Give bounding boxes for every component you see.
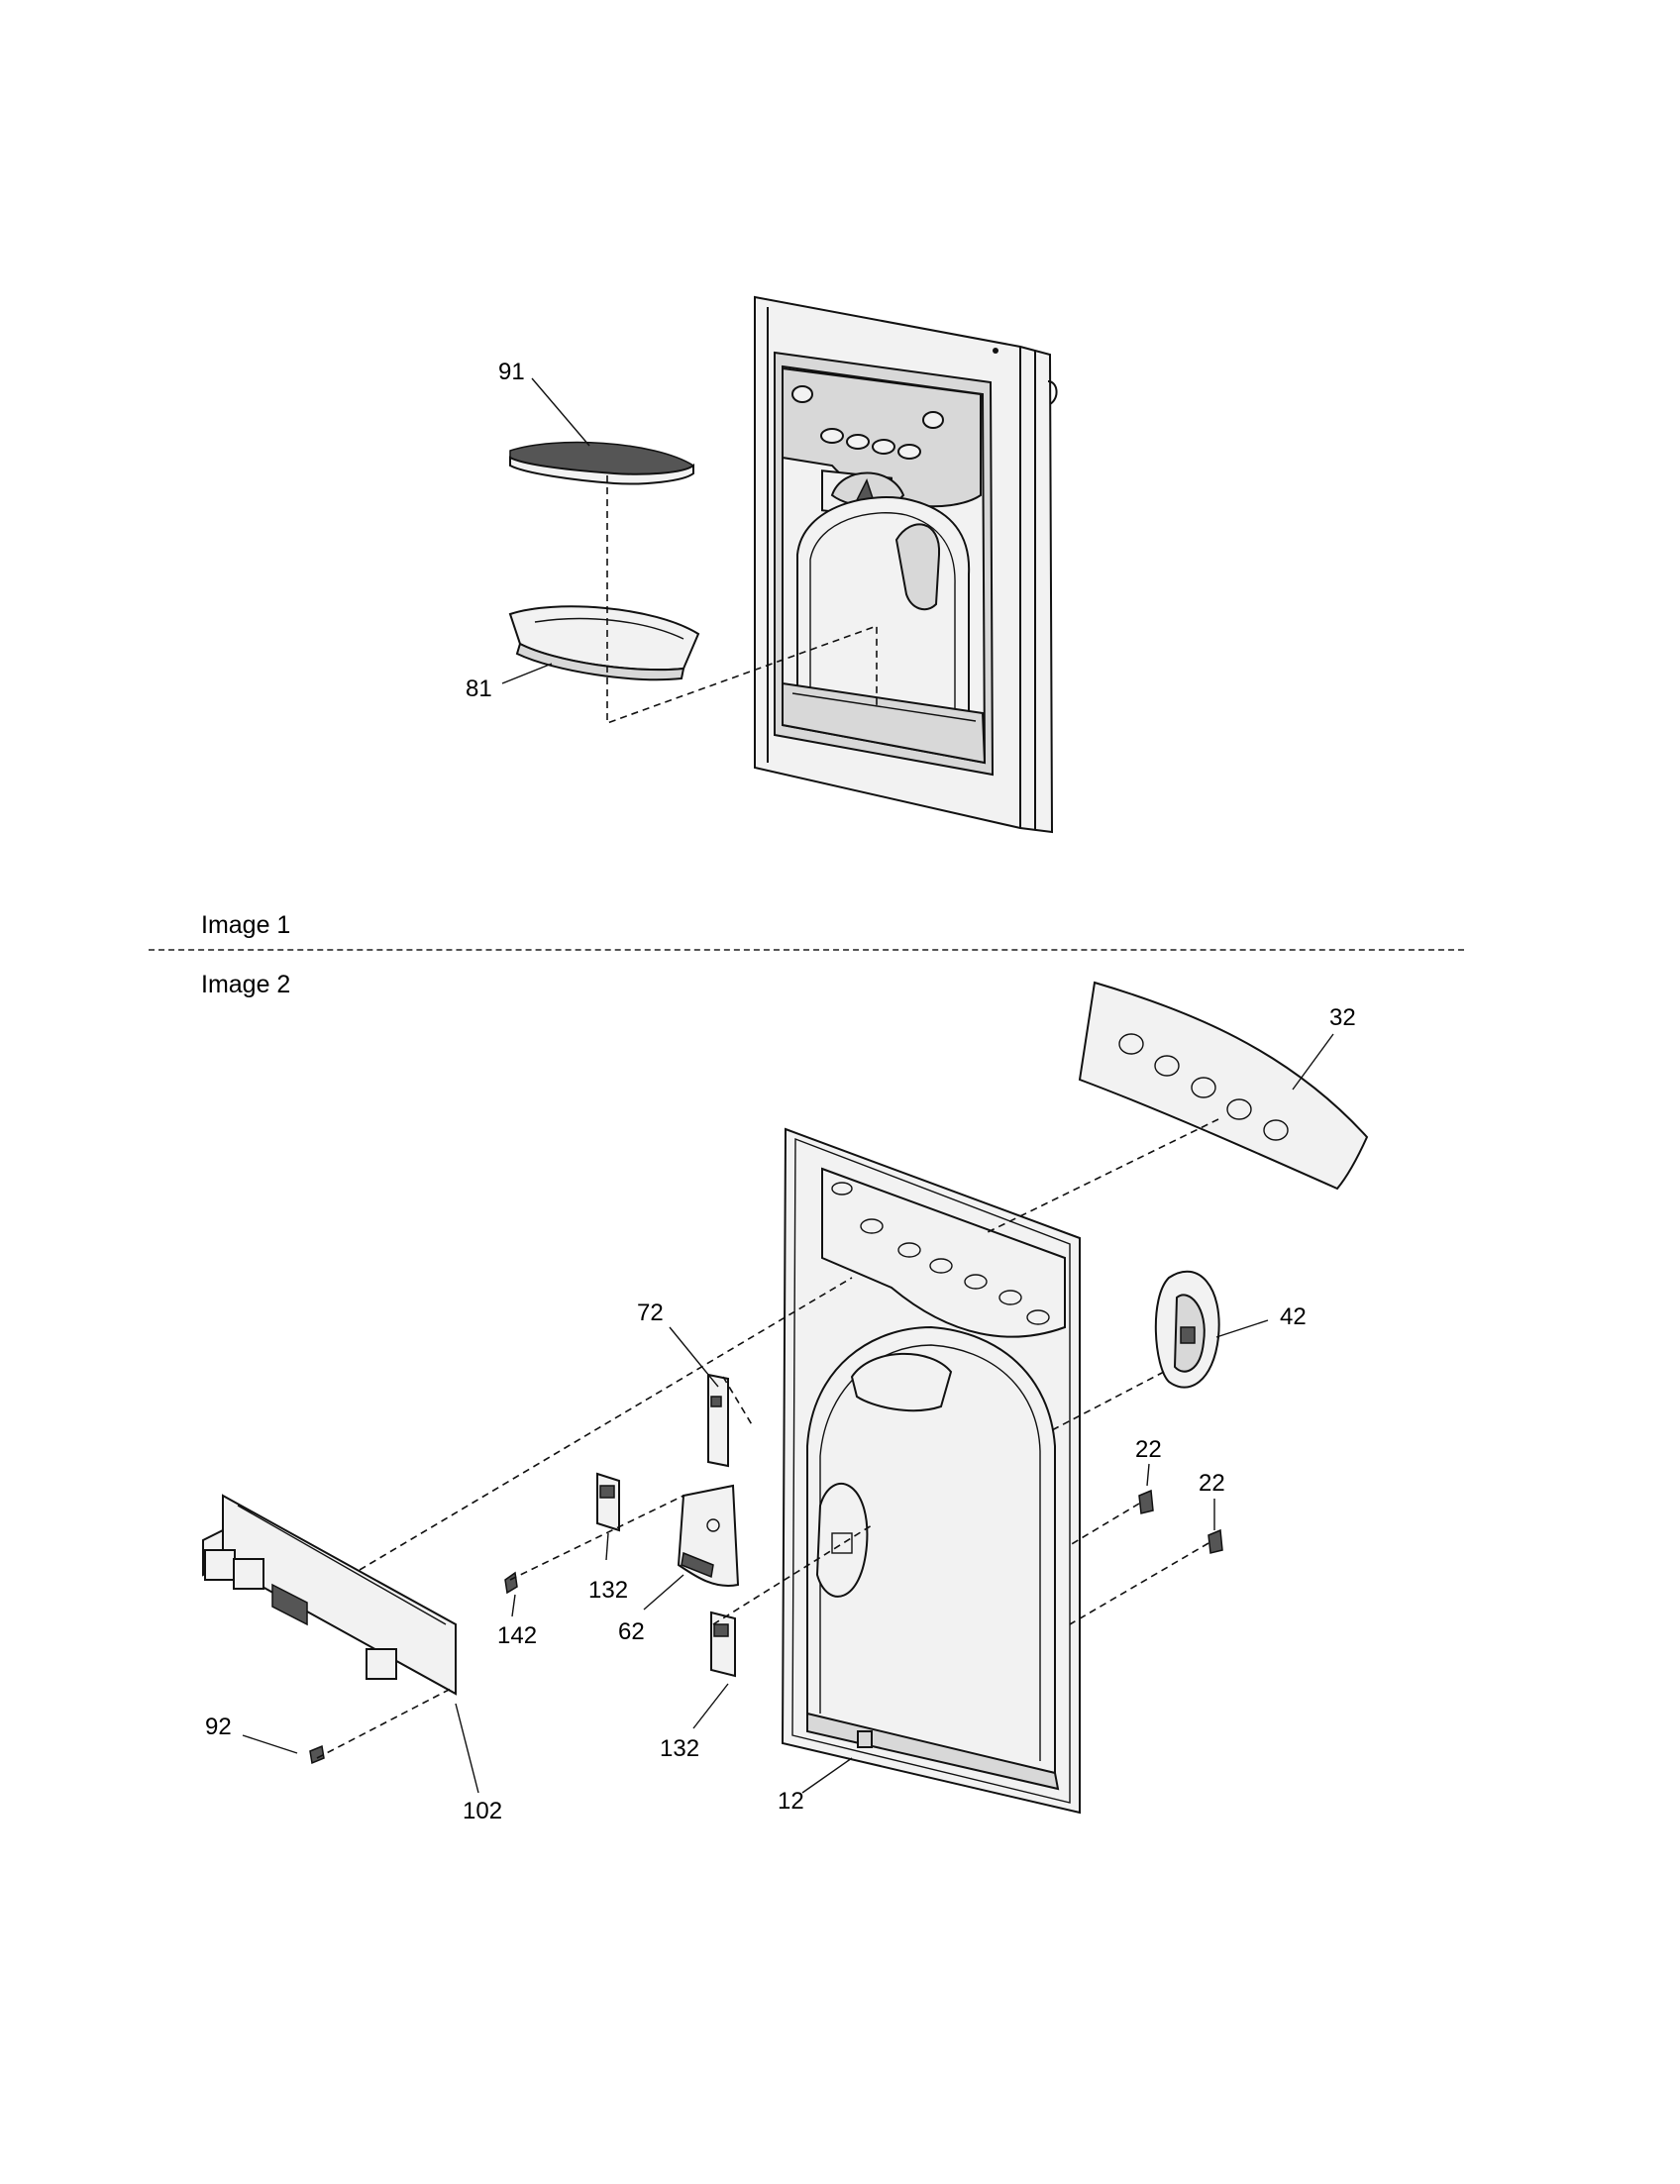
control-decal-part — [1078, 981, 1369, 1191]
dispenser-housing-part — [781, 1127, 1081, 1815]
callout-72: 72 — [637, 1300, 664, 1326]
callout-42: 42 — [1280, 1303, 1307, 1330]
callout-62: 62 — [618, 1618, 645, 1645]
callout-81: 81 — [466, 676, 492, 702]
callout-142: 142 — [497, 1622, 538, 1649]
callout-12: 12 — [778, 1788, 804, 1815]
drip-grille-part — [509, 441, 695, 485]
callout-132-lower: 132 — [660, 1735, 700, 1762]
callout-132-upper: 132 — [588, 1577, 629, 1604]
dispenser-actuator-part — [1154, 1270, 1220, 1389]
callout-91: 91 — [498, 359, 525, 385]
control-board-part — [202, 1494, 457, 1696]
drip-tray-part — [508, 605, 700, 681]
micro-switch-lower-part — [710, 1611, 736, 1678]
callout-32: 32 — [1329, 1004, 1356, 1031]
callout-102: 102 — [463, 1798, 503, 1824]
callout-22-lower: 22 — [1199, 1470, 1225, 1497]
switch-actuator-part — [677, 1484, 740, 1587]
micro-switch-upper-part — [596, 1472, 620, 1532]
callout-92: 92 — [205, 1714, 232, 1740]
dispenser-front-assembly — [754, 295, 1058, 834]
callout-22-upper: 22 — [1135, 1436, 1162, 1463]
image-2-caption: Image 2 — [201, 971, 291, 998]
light-switch-part — [707, 1373, 729, 1468]
section-divider — [149, 949, 1464, 951]
image-1-caption: Image 1 — [201, 911, 291, 939]
screws — [309, 1489, 1223, 1765]
